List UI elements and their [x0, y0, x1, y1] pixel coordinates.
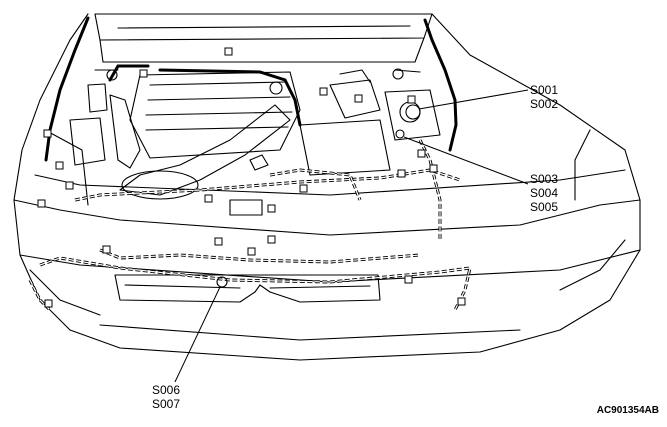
- splice-marker-s003-s005: [395, 129, 405, 139]
- harness-dashed: [28, 139, 472, 312]
- splice-label-s004: S004: [530, 186, 559, 200]
- splice-label-s003: S003: [530, 172, 559, 186]
- splice-marker-s006-s007: [216, 276, 228, 288]
- harness-connectors: [37, 47, 466, 308]
- leader-line-s006-s007: [174, 286, 221, 383]
- splice-leaders: [174, 89, 529, 383]
- hood: [94, 13, 433, 63]
- splice-label-s001: S001: [530, 83, 559, 97]
- leader-line-s003-s005: [403, 136, 529, 185]
- splice-label-group-3: S006 S007: [152, 383, 180, 411]
- splice-marker-s001-s002: [405, 104, 421, 120]
- splice-label-s002: S002: [530, 97, 559, 111]
- harness-solid: [44, 16, 458, 162]
- splice-label-group-1: S001 S002: [530, 83, 558, 111]
- leader-line-s001-s002: [418, 89, 529, 110]
- splice-label-s006: S006: [152, 383, 181, 397]
- engine-components: [69, 68, 441, 216]
- figure-code: AC901354AB: [596, 405, 659, 416]
- splice-label-s007: S007: [152, 397, 181, 411]
- splice-label-s005: S005: [530, 200, 559, 214]
- splice-label-group-2: S003 S004 S005: [530, 172, 558, 214]
